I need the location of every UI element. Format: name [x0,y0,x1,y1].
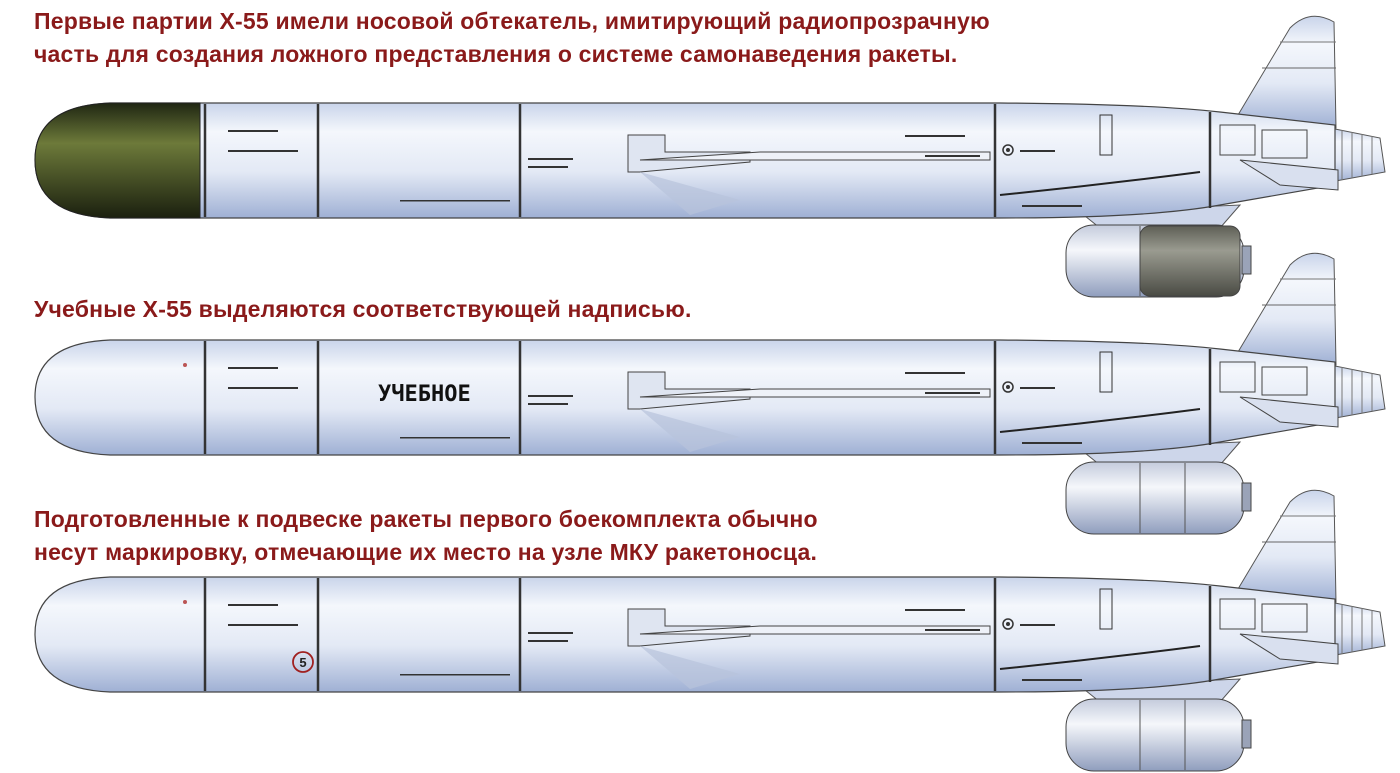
caption-training: Учебные Х-55 выделяются соответствующей … [34,293,692,326]
station-number: 5 [299,655,306,670]
dark-engine-section [1139,225,1241,297]
caption-line: часть для создания ложного представления… [34,41,958,67]
caption-line: Подготовленные к подвеске ракеты первого… [34,506,818,532]
station-marker [292,651,314,673]
caption-line: несут маркировку, отмечающие их место на… [34,539,818,565]
caption-loaded: Подготовленные к подвеске ракеты первого… [34,503,818,569]
caption-line: Первые партии Х-55 имели носовой обтекат… [34,8,990,34]
caption-first-batch: Первые партии Х-55 имели носовой обтекат… [34,5,990,71]
missile-first-batch [33,14,1387,299]
training-label: УЧЕБНОЕ [378,382,471,407]
caption-line: Учебные Х-55 выделяются соответствующей … [34,296,692,322]
dark-nose-cone [34,102,201,219]
missile-training: УЧЕБНОЕ [33,251,1387,536]
missile-loaded: 5 [33,488,1387,773]
